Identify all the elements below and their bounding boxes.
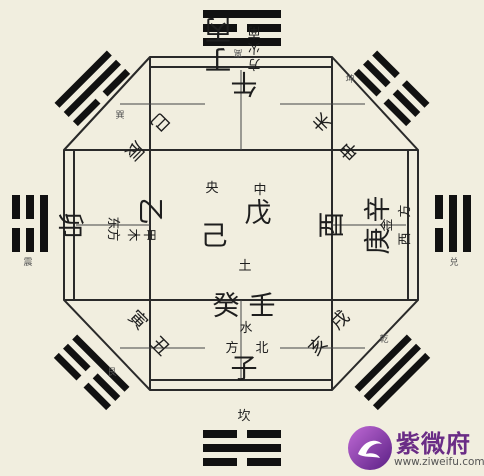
- center-stem-ji: 己: [201, 221, 228, 252]
- west-dir-fang: 方: [397, 204, 413, 217]
- logo-emblem-icon: [348, 426, 392, 470]
- logo-url: www.ziweifu.com: [394, 456, 484, 468]
- trigram-label-li: 离: [233, 47, 242, 59]
- trigram-north-kan: [203, 430, 281, 466]
- trigram-west-dui: [435, 195, 471, 252]
- trigram-southwest-kun: [353, 50, 430, 127]
- east-stem-jia: 甲: [141, 228, 156, 241]
- west-dir-xi: 西: [398, 232, 413, 245]
- trigram-label-gen: 艮: [107, 367, 116, 378]
- trigram-label-dui: 兑: [449, 256, 458, 268]
- branch-hai: 亥: [305, 333, 333, 361]
- north-stem-ren: 壬: [249, 291, 276, 322]
- trigram-east-zhen: [12, 195, 48, 252]
- south-element: 火: [247, 40, 260, 55]
- trigram-label-zhen: 震: [23, 257, 32, 268]
- center-dir-zhong: 中: [253, 183, 266, 198]
- east-branch: 卯: [54, 212, 85, 239]
- trigram-label-xun: 巽: [115, 110, 124, 121]
- east-dir-dong: 东: [105, 216, 120, 229]
- west-branch: 酉: [317, 212, 348, 239]
- center-element: 土: [238, 259, 251, 274]
- trigram-south-li: [203, 10, 281, 46]
- trigram-label-qian: 乾: [379, 333, 388, 345]
- north-dir-bei: 北: [255, 341, 268, 356]
- center-square: [149, 149, 333, 301]
- center-dir-yang: 央: [205, 181, 218, 196]
- north-branch: 子: [231, 354, 258, 385]
- trigram-label-kun: 坤: [345, 73, 354, 85]
- east-dir-fang: 方: [105, 228, 121, 241]
- trigram-northeast-gen: [53, 334, 130, 411]
- north-dir-fang: 方: [225, 340, 238, 356]
- trigram-label-kan: 坎: [237, 409, 250, 424]
- branch-xu: 戌: [327, 307, 355, 335]
- north-stem-gui: 癸: [213, 291, 240, 322]
- branch-chen: 辰: [121, 137, 149, 165]
- east-element: 木: [125, 228, 140, 241]
- north-element: 水: [239, 321, 252, 336]
- south-stem-ding: 丁: [205, 43, 232, 74]
- south-branch: 午: [231, 67, 258, 98]
- logo-name: 紫微府: [396, 430, 471, 458]
- west-element: 金: [379, 218, 395, 231]
- branch-yin: 寅: [124, 307, 152, 335]
- branch-shen: 申: [336, 137, 364, 165]
- trigram-southeast-xun: [54, 50, 131, 127]
- site-logo[interactable]: 紫微府 www.ziweifu.com: [344, 422, 484, 476]
- west-stem-geng: 庚: [363, 228, 394, 255]
- connector-lines: [76, 70, 406, 378]
- south-dir-fang: 方: [247, 56, 260, 72]
- south-dir-nan: 南: [247, 24, 260, 40]
- center-stem-wu: 戊: [245, 198, 272, 229]
- trigram-northwest-qian: [354, 334, 431, 411]
- west-stem-xin: 辛: [363, 196, 394, 223]
- grid-line: [63, 56, 151, 151]
- east-stem-yi: 乙: [134, 198, 165, 225]
- south-stem-bing: 丙: [205, 13, 232, 44]
